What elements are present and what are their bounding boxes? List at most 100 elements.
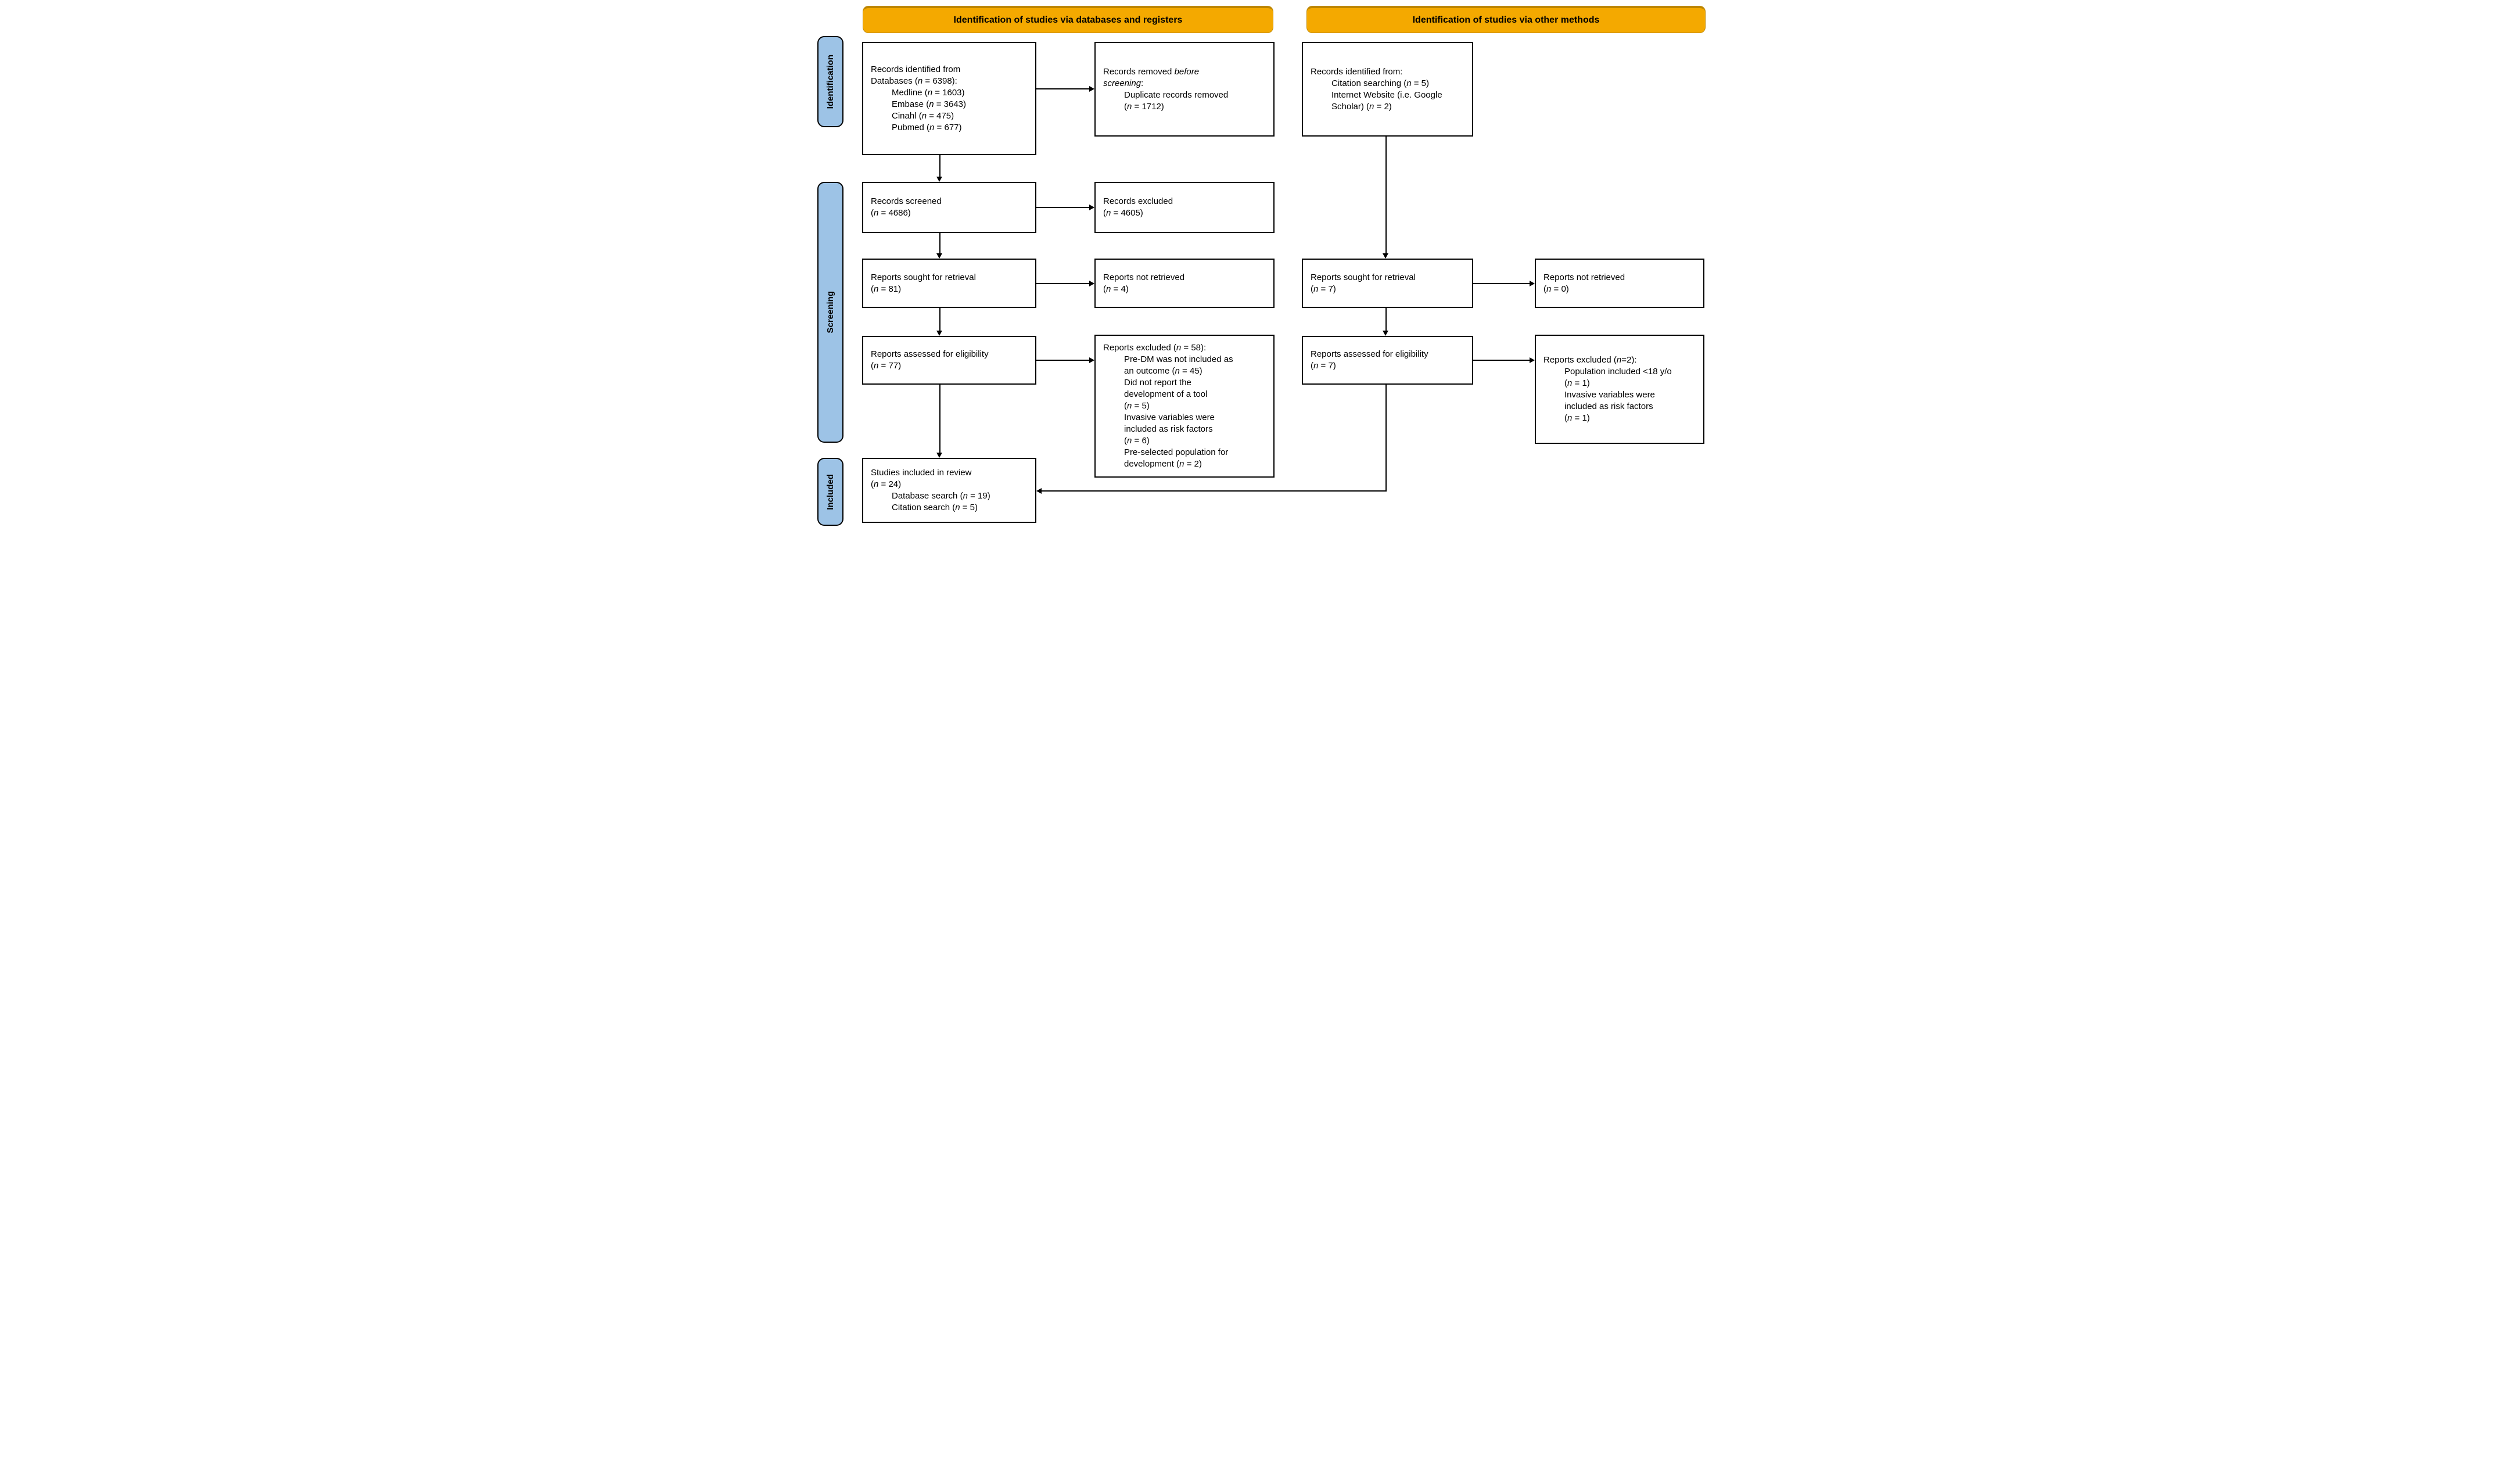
box-text-line: Databases (n = 6398): — [871, 76, 957, 86]
box-text-line: Did not report the — [1124, 378, 1191, 388]
arrow-identified-to-screened-head — [936, 177, 942, 182]
box-text-line: Population included <18 y/o — [1564, 367, 1672, 376]
banner-databases-registers: Identification of studies via databases … — [863, 6, 1273, 33]
arrow-other-sought-to-notretrieved-head — [1530, 281, 1535, 286]
box-text-line: (n = 6) — [1124, 436, 1150, 446]
arrow-other-assessed-to-excluded-head — [1530, 357, 1535, 363]
box-text-line: Studies included in review — [871, 468, 972, 478]
arrow-assessed-to-excluded-line — [1036, 360, 1089, 361]
records-screened-box: Records screened (n = 4686) — [862, 182, 1036, 233]
reports-excluded-other-box: Reports excluded (n=2): Population includ… — [1535, 335, 1704, 444]
arrow-sought-to-notretrieved-head — [1089, 281, 1094, 286]
arrow-other-assessed-to-included-vline — [1385, 385, 1387, 492]
phase-chip-screening: Screening — [817, 182, 843, 443]
box-text-line: Records screened — [871, 196, 942, 206]
arrow-other-assessed-to-excluded-line — [1473, 360, 1530, 361]
box-text-line: (n = 5) — [1124, 401, 1150, 411]
box-text-line: Medline (n = 1603) — [892, 87, 965, 98]
arrow-other-sought-to-notretrieved-line — [1473, 283, 1530, 284]
arrow-screened-to-excluded-line — [1036, 207, 1089, 208]
box-text-line: Pubmed (n = 677) — [892, 122, 962, 132]
arrow-assessed-to-included-line — [939, 385, 940, 453]
box-text-line: screening: — [1103, 78, 1144, 88]
banner-other-methods: Identification of studies via other meth… — [1306, 6, 1706, 33]
arrow-other-identified-to-sought-line — [1385, 137, 1387, 254]
arrow-other-sought-to-assessed-head — [1383, 331, 1388, 336]
box-text-line: (n = 0) — [1543, 284, 1569, 294]
phase-label-included: Included — [825, 474, 835, 510]
box-text-line: Duplicate records removed — [1124, 89, 1229, 100]
box-text-line: Records excluded — [1103, 196, 1173, 206]
records-identified-other-methods-box: Records identified from:Citation searchi… — [1302, 42, 1473, 137]
arrow-screened-to-sought-head — [936, 253, 942, 259]
box-text-line: included as risk factors — [1124, 424, 1213, 434]
box-text-line: Invasive variables were — [1124, 413, 1215, 422]
records-excluded-box: Records excluded (n = 4605) — [1094, 182, 1275, 233]
arrow-screened-to-excluded-head — [1089, 205, 1094, 210]
box-text-line: (n = 4) — [1103, 284, 1129, 294]
box-text-line: Pre-DM was not included as — [1124, 354, 1233, 364]
arrow-identified-to-removed-head — [1089, 86, 1094, 92]
phase-chip-identification: Identification — [817, 36, 843, 127]
arrow-assessed-to-excluded-head — [1089, 357, 1094, 363]
box-text-line: development of a tool — [1124, 389, 1208, 399]
box-text-line: (n = 1) — [1564, 413, 1590, 423]
reports-sought-databases-box: Reports sought for retrieval (n = 81) — [862, 259, 1036, 308]
box-text-line: (n = 81) — [871, 284, 902, 294]
arrow-sought-to-notretrieved-line — [1036, 283, 1089, 284]
box-text-line: (n = 24) — [871, 479, 902, 489]
box-text-line: (n = 7) — [1311, 361, 1336, 371]
box-text-line: Reports sought for retrieval — [871, 272, 976, 282]
prisma-flow-diagram: Identification of studies via databases … — [811, 0, 1709, 528]
arrow-identified-to-screened-line — [939, 155, 940, 177]
arrow-sought-to-assessed-head — [936, 331, 942, 336]
box-text-line: (n = 7) — [1311, 284, 1336, 294]
box-text-line: included as risk factors — [1564, 401, 1653, 411]
box-text-line: (n = 1) — [1564, 378, 1590, 388]
reports-sought-other-box: Reports sought for retrieval (n = 7) — [1302, 259, 1473, 308]
phase-label-identification: Identification — [825, 54, 835, 109]
arrow-assessed-to-included-head — [936, 453, 942, 458]
box-text-line: Reports sought for retrieval — [1311, 272, 1416, 282]
box-text-line: Internet Website (i.e. Google — [1331, 89, 1442, 100]
box-text-line: Records removed before — [1103, 66, 1200, 77]
reports-not-retrieved-databases-box: Reports not retrieved (n = 4) — [1094, 259, 1275, 308]
box-text-line: (n = 4686) — [871, 208, 911, 218]
phase-label-screening: Screening — [825, 291, 835, 334]
arrow-other-assessed-to-included-hline — [1042, 490, 1387, 492]
box-text-line: Reports not retrieved — [1543, 272, 1625, 282]
box-text-line: Citation search (n = 5) — [892, 503, 978, 512]
reports-assessed-other-box: Reports assessed for eligibility (n = 7) — [1302, 336, 1473, 385]
arrow-sought-to-assessed-line — [939, 308, 940, 331]
phase-chip-included: Included — [817, 458, 843, 526]
box-text-line: Records identified from — [871, 64, 961, 74]
box-text-line: Database search (n = 19) — [892, 491, 990, 501]
box-text-line: Reports excluded (n = 58): — [1103, 343, 1207, 353]
arrow-identified-to-removed-line — [1036, 88, 1089, 89]
box-text-line: Cinahl (n = 475) — [892, 110, 954, 121]
box-text-line: (n = 1712) — [1124, 101, 1164, 112]
box-text-line: an outcome (n = 45) — [1124, 366, 1202, 376]
arrow-other-assessed-to-included-head — [1036, 488, 1042, 494]
arrow-screened-to-sought-line — [939, 233, 940, 254]
box-text-line: Reports not retrieved — [1103, 272, 1185, 282]
arrow-other-sought-to-assessed-line — [1385, 308, 1387, 331]
studies-included-box: Studies included in review(n = 24) Databa… — [862, 458, 1036, 523]
box-text-line: Scholar) (n = 2) — [1331, 101, 1392, 112]
banner-other-label: Identification of studies via other meth… — [1412, 15, 1600, 25]
banner-databases-label: Identification of studies via databases … — [953, 15, 1183, 25]
box-text-line: development (n = 2) — [1124, 459, 1202, 469]
box-text-line: Invasive variables were — [1564, 390, 1655, 400]
box-text-line: Pre-selected population for — [1124, 447, 1229, 457]
box-text-line: Embase (n = 3643) — [892, 99, 967, 109]
box-text-line: (n = 77) — [871, 361, 902, 371]
box-text-line: (n = 4605) — [1103, 208, 1143, 218]
reports-assessed-databases-box: Reports assessed for eligibility(n = 77) — [862, 336, 1036, 385]
box-text-line: Reports excluded (n=2): — [1543, 355, 1637, 365]
box-text-line: Reports assessed for eligibility — [1311, 349, 1428, 359]
box-text-line: Records identified from: — [1311, 66, 1403, 77]
reports-not-retrieved-other-box: Reports not retrieved (n = 0) — [1535, 259, 1704, 308]
arrow-other-identified-to-sought-head — [1383, 253, 1388, 259]
